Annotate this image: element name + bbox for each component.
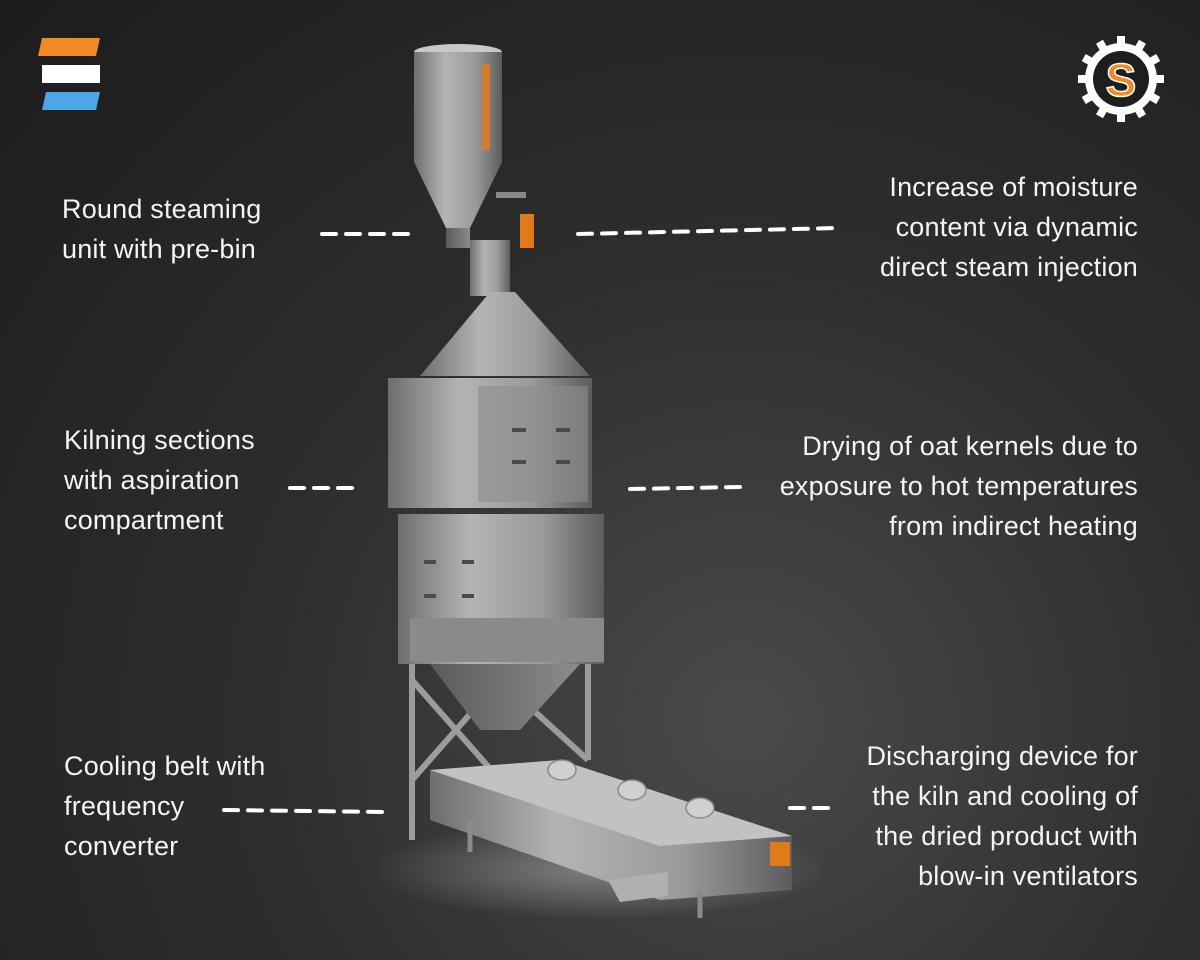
kiln-machine-illustration: [380, 44, 820, 920]
gear-s-logo: S: [1078, 36, 1164, 122]
cooling-belt: [430, 759, 792, 918]
leader-line-kilning: [288, 486, 356, 490]
logo-stripe-blue: [42, 92, 100, 110]
leader-line-drying: [628, 485, 742, 491]
logo-stripe-orange: [38, 38, 100, 56]
brand-stripes-logo: [38, 38, 100, 110]
callout-discharging: Discharging device for the kiln and cool…: [866, 741, 1138, 891]
upper-kiln-section: [388, 378, 592, 508]
callout-moisture-increase: Increase of moisture content via dynamic…: [879, 172, 1138, 282]
leader-line-steaming: [320, 232, 416, 236]
logo-letter: S: [1106, 54, 1137, 106]
pre-bin: [414, 44, 534, 248]
callout-drying: Drying of oat kernels due to exposure to…: [779, 431, 1138, 541]
callout-cooling-belt: Cooling belt with frequency converter: [64, 751, 266, 861]
leader-line-cooling: [222, 808, 388, 814]
callout-kilning-sections: Kilning sections with aspiration compart…: [64, 425, 255, 535]
discharge-cone: [430, 664, 580, 730]
logo-stripe-white: [42, 65, 100, 83]
leader-line-moisture: [576, 226, 840, 236]
callout-steaming-unit: Round steaming unit with pre-bin: [62, 194, 262, 264]
lower-kiln-section: [398, 514, 604, 664]
kiln-hood: [420, 292, 590, 376]
leader-line-discharging: [788, 806, 834, 810]
steaming-neck: [470, 240, 510, 296]
